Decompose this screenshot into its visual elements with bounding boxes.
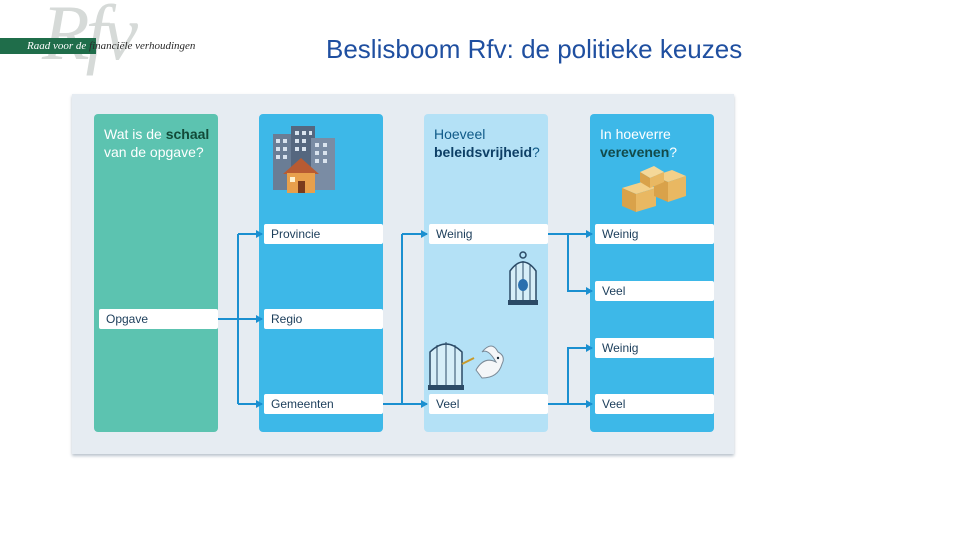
open-birdcage-dove-icon	[428, 342, 504, 390]
node-weinig: Weinig	[429, 224, 548, 244]
logo-text-dark: financiële verhoudingen	[89, 40, 196, 52]
node-opgave: Opgave	[99, 309, 218, 329]
logo-bar	[0, 38, 96, 54]
arrow-weinig-to-veel	[567, 234, 593, 295]
boxes-icon	[622, 166, 686, 212]
node-regio: Regio	[264, 309, 383, 329]
node-weinig-2: Weinig	[595, 338, 714, 358]
node-provincie: Provincie	[264, 224, 383, 244]
node-veel: Veel	[429, 394, 548, 414]
node-veel-2: Veel	[595, 394, 714, 414]
node-gemeenten: Gemeenten	[264, 394, 383, 414]
column-level: Provincie Regio Gemeenten	[259, 114, 383, 432]
logo-text-white: Raad voor de	[27, 40, 87, 52]
rfv-logo: Rfv Raad voor de financiële verhoudingen	[0, 0, 240, 90]
arrow-veel-to-weinig	[567, 344, 593, 404]
buildings-icon	[273, 126, 335, 193]
logo-text: Raad voor de financiële verhoudingen	[27, 38, 195, 54]
node-weinig-1: Weinig	[595, 224, 714, 244]
birdcage-icon	[508, 251, 538, 305]
node-veel-1: Veel	[595, 281, 714, 301]
page-title: Beslisboom Rfv: de politieke keuzes	[326, 34, 743, 64]
logo-monogram: Rfv	[42, 0, 138, 72]
